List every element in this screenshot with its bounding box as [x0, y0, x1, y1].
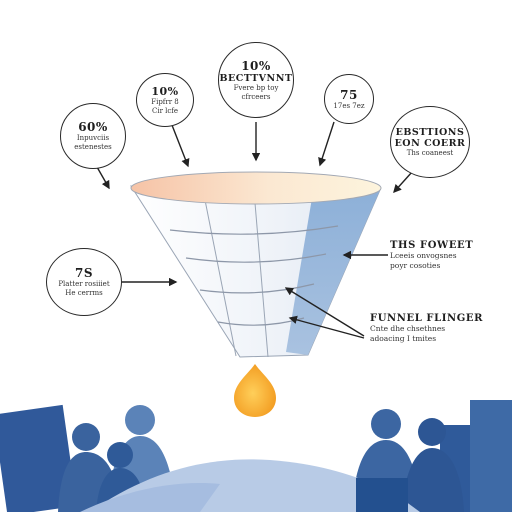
- stat-line: He cerrms: [65, 289, 103, 297]
- funnel: [130, 171, 382, 358]
- stat-line: 17es 7ez: [333, 101, 365, 110]
- label-line: poyr cosoties: [390, 261, 441, 270]
- stat-value: 7S: [74, 266, 93, 280]
- stat-line: Ths coaneest: [406, 148, 454, 157]
- stat-value: 75: [340, 87, 358, 102]
- audience-silhouettes: [0, 400, 512, 512]
- stat-bubble-top: 10% BECTTVNNT Fvere bp toy cfrceers: [218, 42, 294, 118]
- stat-bubble-10-left: 10% Fipfrr 8 Cir lcfe: [136, 73, 194, 127]
- connector-arrows: [92, 119, 413, 339]
- stat-line: cfrceers: [241, 92, 271, 101]
- label-line: adoacing I tmites: [370, 334, 437, 343]
- stat-title: EBSTTIONS: [395, 126, 465, 138]
- label-title: THS FOWEET: [390, 240, 474, 251]
- stat-title: EON COERR: [394, 137, 466, 149]
- funnel-label-lower: FUNNEL FLINGER Cnte dhe chsethnes adoaci…: [370, 313, 510, 344]
- stat-line: Cir lcfe: [151, 106, 179, 115]
- label-line: Cnte dhe chsethnes: [370, 324, 446, 333]
- stat-title: BECTTVNNT: [219, 72, 293, 84]
- stat-line: Platter rosiiiet: [58, 280, 110, 288]
- stat-line: estenestes: [74, 143, 112, 151]
- stat-bubble-75: 75 17es 7ez: [324, 74, 374, 124]
- stat-value: 10%: [151, 84, 179, 98]
- funnel-shaded-side: [286, 190, 380, 355]
- stat-bubble-left: 7S Platter rosiiiet He cerrms: [46, 248, 122, 316]
- label-line: Lceeis onvogsnes: [390, 251, 457, 260]
- label-title: FUNNEL FLINGER: [370, 313, 484, 324]
- stat-line: Fipfrr 8: [151, 97, 179, 106]
- stat-line: Fvere bp toy: [233, 83, 279, 92]
- funnel-label-upper: THS FOWEET Lceeis onvogsnes poyr cosotie…: [390, 240, 510, 271]
- stat-bubble-60: 60% Inpuvciis estenestes: [60, 103, 126, 169]
- stat-value: 60%: [78, 120, 108, 134]
- output-drop: [234, 364, 276, 417]
- stat-line: Inpuvciis: [76, 134, 110, 142]
- stat-bubble-right: EBSTTIONS EON COERR Ths coaneest: [390, 106, 470, 178]
- stat-value: 10%: [241, 58, 271, 73]
- funnel-rim: [130, 171, 382, 205]
